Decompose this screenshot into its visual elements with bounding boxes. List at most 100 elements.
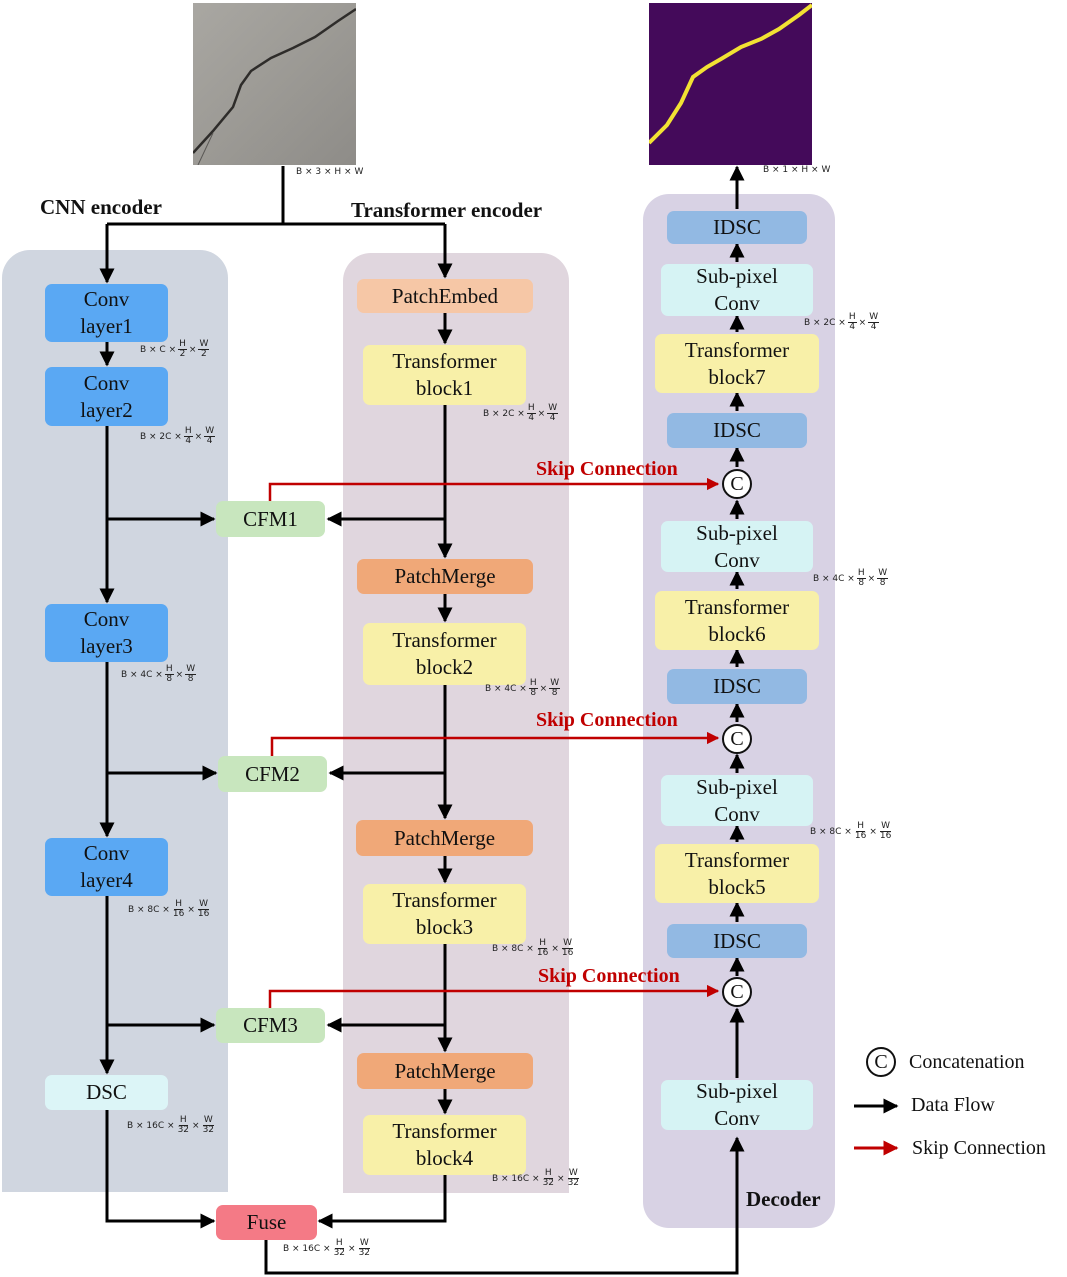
- dim-times: ×: [188, 344, 197, 355]
- dim-den: 4: [870, 322, 877, 332]
- dim-num: W: [562, 938, 574, 949]
- dim-times: ×: [539, 683, 548, 694]
- idsc-block1: IDSC: [667, 211, 807, 244]
- dim-num: W: [185, 664, 197, 675]
- dim-den: 8: [187, 674, 194, 684]
- cfm3-block: CFM3: [216, 1008, 325, 1043]
- dim-times: ×: [187, 904, 195, 915]
- cnn-encoder-title: CNN encoder: [40, 195, 162, 219]
- dim-num: W: [567, 1168, 579, 1179]
- dim-den: 2: [201, 349, 207, 359]
- transformer-encoder-panel: [343, 253, 569, 1193]
- dim-prefix: B × 4C ×: [485, 683, 527, 694]
- dim-den: 8: [166, 674, 173, 684]
- conv-layer3: Conv layer3: [45, 604, 168, 662]
- legend-concat-label: Concatenation: [909, 1051, 1025, 1073]
- transformer-encoder-title: Transformer encoder: [351, 198, 543, 222]
- dim-prefix: B × 2C ×: [483, 408, 525, 419]
- dim-den: 2: [179, 349, 186, 359]
- idsc-block4: IDSC: [667, 924, 807, 958]
- patch-merge3: PatchMerge: [357, 1053, 533, 1089]
- dim-den: 16: [197, 909, 210, 919]
- dim-den: 16: [172, 909, 185, 919]
- transformer-block5: Transformer block5: [655, 844, 819, 903]
- dim-num: H: [526, 403, 536, 414]
- dim-num: W: [868, 312, 880, 323]
- dim-num: H: [178, 339, 187, 350]
- dim-den: 32: [333, 1248, 346, 1258]
- conv-layer1: Conv layer1: [45, 284, 168, 342]
- concat-node3: C: [722, 977, 752, 1007]
- dim-prefix: B × C ×: [140, 344, 177, 355]
- dim-num: W: [202, 1115, 214, 1126]
- dim-den: 16: [879, 831, 892, 841]
- dim-num: W: [549, 678, 561, 689]
- dim-num: H: [334, 1238, 344, 1249]
- cfm1-block: CFM1: [216, 501, 325, 537]
- dim-times: ×: [557, 1173, 565, 1184]
- skip-connection-label2: Skip Connection: [536, 709, 678, 731]
- dim-den: 4: [549, 413, 556, 423]
- dim-prefix: B × 16C ×: [283, 1243, 331, 1254]
- input-crack-image: [193, 3, 356, 165]
- dim-den: 32: [567, 1178, 580, 1188]
- conv-layer4: Conv layer4: [45, 838, 168, 896]
- concat-node2: C: [722, 724, 752, 754]
- dim-num: H: [538, 938, 547, 949]
- dim-den: 32: [358, 1248, 371, 1258]
- dim-den: 16: [854, 831, 867, 841]
- patch-merge1: PatchMerge: [357, 559, 533, 594]
- conv-layer2: Conv layer2: [45, 367, 168, 426]
- dim-num: H: [174, 899, 183, 910]
- concat-node1: C: [722, 469, 752, 499]
- legend-data-flow-label: Data Flow: [911, 1094, 995, 1116]
- dim-den: 4: [849, 322, 856, 332]
- dim-num: H: [543, 1168, 553, 1179]
- patch-merge2: PatchMerge: [356, 820, 533, 856]
- transformer-block2: Transformer block2: [363, 623, 526, 685]
- skip-connection-label1: Skip Connection: [536, 458, 678, 480]
- dim-prefix: B × 16C ×: [492, 1173, 540, 1184]
- dim-prefix: B × 2C ×: [804, 317, 846, 328]
- dim-den: 8: [858, 578, 865, 588]
- dsc-block: DSC: [45, 1075, 168, 1110]
- dim-prefix: B × 4C ×: [813, 573, 855, 584]
- transformer-block1: Transformer block1: [363, 345, 526, 405]
- dim-den: 8: [551, 688, 558, 698]
- dim-num: W: [880, 821, 892, 832]
- dim-den: 8: [530, 688, 537, 698]
- idsc-block2: IDSC: [667, 413, 807, 448]
- sub-pixel-conv3: Sub-pixel Conv: [661, 775, 813, 826]
- legend-skip-label: Skip Connection: [912, 1137, 1046, 1159]
- dim-num: H: [183, 426, 193, 437]
- dim-num: H: [178, 1115, 188, 1126]
- dim-prefix: B × 8C ×: [128, 904, 170, 915]
- dim-num: W: [198, 899, 210, 910]
- dim-den: 32: [202, 1125, 215, 1135]
- dim-num: W: [877, 568, 889, 579]
- idsc-block3: IDSC: [667, 669, 807, 704]
- dim-times: ×: [858, 317, 867, 328]
- dim-times: ×: [551, 943, 559, 954]
- output-segmentation-image: [649, 3, 812, 165]
- sub-pixel-conv1: Sub-pixel Conv: [661, 264, 813, 316]
- dim-den: 32: [542, 1178, 555, 1188]
- dim-num: W: [358, 1238, 370, 1249]
- dim-prefix: B × 2C ×: [140, 431, 182, 442]
- dim-times: ×: [867, 573, 876, 584]
- dim-den: 32: [177, 1125, 190, 1135]
- dim-den: 16: [536, 948, 549, 958]
- dim-num: W: [547, 403, 559, 414]
- dim-den: 4: [185, 436, 192, 446]
- skip-connection-label3: Skip Connection: [538, 965, 680, 987]
- dim-output: B × 1 × H × W: [763, 165, 831, 175]
